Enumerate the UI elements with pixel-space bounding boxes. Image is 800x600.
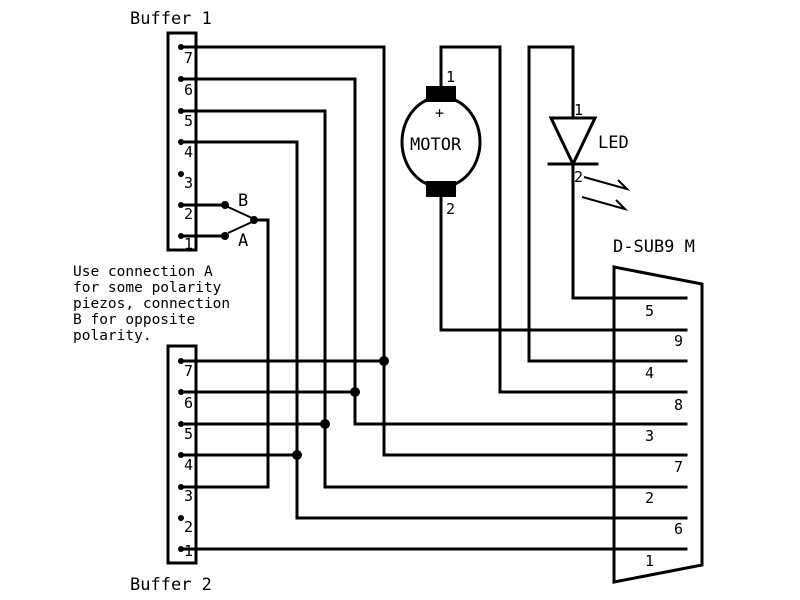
connector-pin-3: 3	[645, 427, 654, 445]
buffer2-pin-2: 2	[184, 518, 193, 536]
wire-led-1	[527, 45, 688, 363]
wire-motor-1	[439, 45, 688, 394]
wire-led-2	[571, 162, 688, 300]
wire-b1-4	[179, 140, 688, 520]
buffer2-pin-3: 3	[184, 487, 193, 505]
polarity-switch	[179, 201, 270, 489]
buffer1-pin-2: 2	[184, 205, 193, 223]
connector-pin-7: 7	[674, 458, 683, 476]
note-line-2: for some polarity	[73, 280, 222, 296]
motor-pin-1: 1	[446, 68, 455, 86]
switch-label-b: B	[238, 191, 248, 211]
motor-pin-2: 2	[446, 200, 455, 218]
motor-plus: +	[435, 104, 444, 122]
polarity-note: Use connection A for some polarity piezo…	[73, 264, 230, 344]
note-line-4: B for opposite	[73, 312, 195, 328]
wiring	[179, 45, 688, 551]
connector-pin-2: 2	[645, 489, 654, 507]
buffer1-pin-5: 5	[184, 112, 193, 130]
wire-b1-5	[179, 109, 688, 489]
led-pin-1: 1	[574, 101, 583, 119]
note-line-1: Use connection A	[73, 264, 213, 280]
connector-pin-9: 9	[674, 332, 683, 350]
buffer2-pin-6: 6	[184, 394, 193, 412]
buffer1-pin-1: 1	[184, 235, 193, 253]
buffer1-pin-7: 7	[184, 49, 193, 67]
connector-pin-1: 1	[645, 552, 654, 570]
buffer2-pin-7: 7	[184, 362, 193, 380]
switch-label-a: A	[238, 231, 248, 251]
connector-pin-4: 4	[645, 364, 654, 382]
buffer1-pin-labels: 7 6 5 4 3 2 1	[184, 49, 193, 253]
led-symbol	[547, 116, 631, 211]
wire-b1-7	[179, 45, 688, 457]
buffer2-pin-5: 5	[184, 425, 193, 443]
led-pin-2: 2	[574, 168, 583, 186]
buffer1-pin-6: 6	[184, 81, 193, 99]
buffer2-pin-4: 4	[184, 456, 193, 474]
buffer2-title: Buffer 2	[130, 575, 212, 595]
buffer1-title: Buffer 1	[130, 9, 212, 29]
wire-b1-6	[179, 77, 688, 426]
note-line-3: piezos, connection	[73, 296, 230, 312]
led-label: LED	[598, 133, 629, 153]
buffer1-pin-3: 3	[184, 174, 193, 192]
buffer1-pin-4: 4	[184, 143, 193, 161]
connector-title: D-SUB9 M	[613, 237, 695, 257]
motor-symbol	[400, 86, 482, 197]
buffer2-pin-1: 1	[184, 542, 193, 560]
motor-label: MOTOR	[410, 135, 462, 155]
note-line-5: polarity.	[73, 328, 152, 344]
connector-pin-labels: 5 9 4 8 3 7 2 6 1	[645, 302, 683, 570]
buffer2-pin-labels: 7 6 5 4 3 2 1	[184, 362, 193, 560]
junction-dots	[292, 356, 389, 460]
connector-pin-6: 6	[674, 520, 683, 538]
connector-pin-5: 5	[645, 302, 654, 320]
dsub9-shell	[612, 265, 704, 584]
wire-motor-2	[439, 195, 688, 332]
connector-pin-8: 8	[674, 396, 683, 414]
